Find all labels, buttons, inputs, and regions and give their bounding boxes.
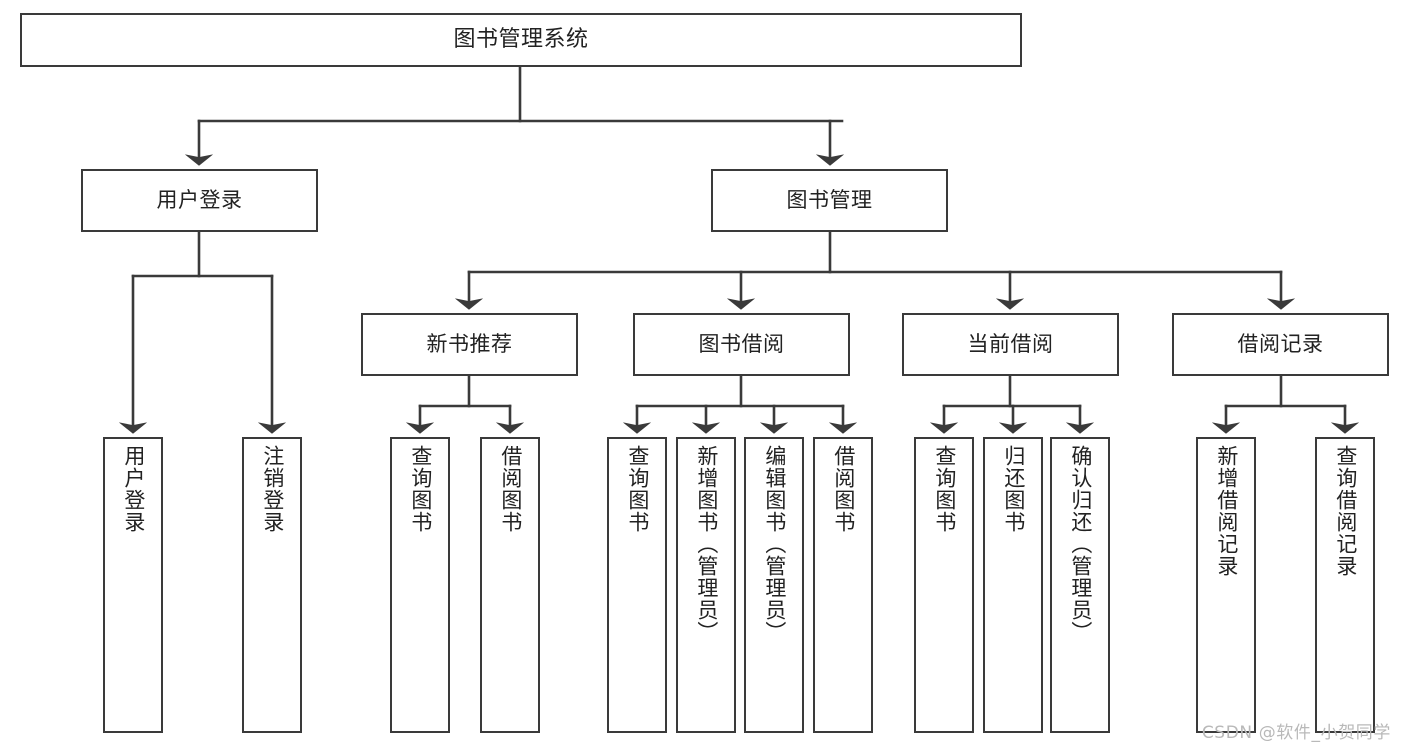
node-borrow-record-label: 借阅记录: [1237, 331, 1324, 356]
node-book-borrow-label: 图书借阅: [698, 331, 785, 356]
node-user-login[interactable]: 用户登录: [81, 169, 318, 232]
node-current-borrow[interactable]: 当前借阅: [902, 313, 1119, 376]
node-book-manage[interactable]: 图书管理: [711, 169, 948, 232]
node-user-login-label: 用户登录: [156, 187, 243, 212]
node-leaf-borrow-book-2[interactable]: 借阅图书: [813, 437, 873, 733]
node-current-borrow-label: 当前借阅: [967, 331, 1054, 356]
node-root-label: 图书管理系统: [453, 26, 589, 52]
node-leaf-edit-book-label: 编辑图书（管理员）: [762, 445, 787, 643]
node-leaf-query-book-3[interactable]: 查询图书: [914, 437, 974, 733]
node-leaf-user-login[interactable]: 用户登录: [103, 437, 163, 733]
node-leaf-query-book-3-label: 查询图书: [932, 445, 957, 533]
node-leaf-query-book-2-label: 查询图书: [625, 445, 650, 533]
node-leaf-user-login-label: 用户登录: [121, 445, 146, 533]
node-leaf-add-record[interactable]: 新增借阅记录: [1196, 437, 1256, 733]
node-leaf-confirm-return[interactable]: 确认归还（管理员）: [1050, 437, 1110, 733]
node-leaf-logout-login[interactable]: 注销登录: [242, 437, 302, 733]
node-leaf-borrow-book-2-label: 借阅图书: [831, 445, 856, 533]
node-leaf-query-record[interactable]: 查询借阅记录: [1315, 437, 1375, 733]
node-leaf-edit-book[interactable]: 编辑图书（管理员）: [744, 437, 804, 733]
node-leaf-logout-login-label: 注销登录: [260, 445, 285, 533]
node-new-book-recommend[interactable]: 新书推荐: [361, 313, 578, 376]
node-leaf-query-record-label: 查询借阅记录: [1333, 445, 1358, 577]
node-leaf-add-book-label: 新增图书（管理员）: [694, 445, 719, 643]
node-leaf-return-book-label: 归还图书: [1001, 445, 1026, 533]
node-leaf-query-book-1[interactable]: 查询图书: [390, 437, 450, 733]
node-leaf-return-book[interactable]: 归还图书: [983, 437, 1043, 733]
node-book-borrow[interactable]: 图书借阅: [633, 313, 850, 376]
node-leaf-query-book-1-label: 查询图书: [408, 445, 433, 533]
node-leaf-add-book[interactable]: 新增图书（管理员）: [676, 437, 736, 733]
node-new-book-recommend-label: 新书推荐: [426, 331, 513, 356]
node-borrow-record[interactable]: 借阅记录: [1172, 313, 1389, 376]
node-leaf-borrow-book-1-label: 借阅图书: [498, 445, 523, 533]
node-leaf-borrow-book-1[interactable]: 借阅图书: [480, 437, 540, 733]
node-leaf-confirm-return-label: 确认归还（管理员）: [1068, 445, 1093, 643]
node-root[interactable]: 图书管理系统: [20, 13, 1022, 67]
node-leaf-query-book-2[interactable]: 查询图书: [607, 437, 667, 733]
node-leaf-add-record-label: 新增借阅记录: [1214, 445, 1239, 577]
node-book-manage-label: 图书管理: [786, 187, 873, 212]
